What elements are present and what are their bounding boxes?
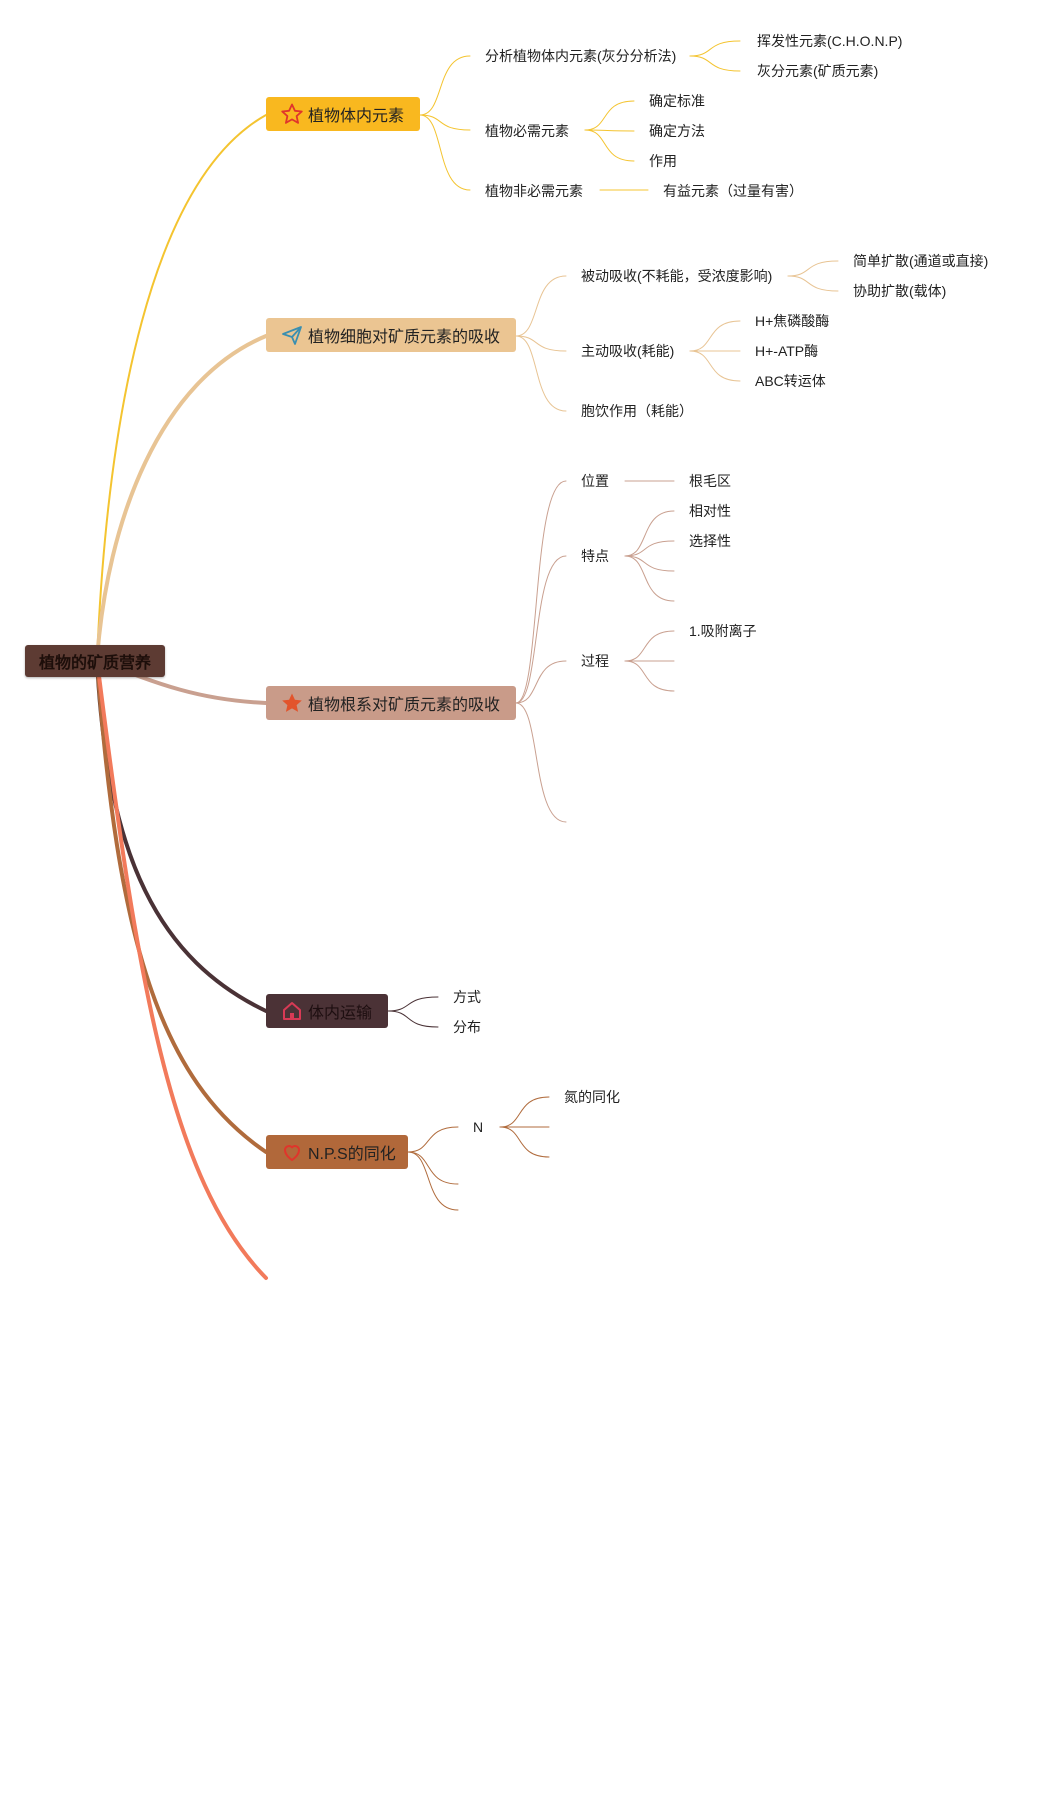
subtopic-process[interactable]: 过程 bbox=[581, 653, 609, 669]
leaf-root-hair-zone[interactable]: 根毛区 bbox=[689, 473, 731, 489]
star-filled-icon bbox=[280, 691, 304, 715]
leaf-method[interactable]: 确定方法 bbox=[649, 123, 705, 139]
leaf-pyrophosphatase[interactable]: H+焦磷酸酶 bbox=[755, 313, 830, 329]
leaf-criteria[interactable]: 确定标准 bbox=[649, 93, 705, 109]
leaf-relativity[interactable]: 相对性 bbox=[689, 503, 731, 519]
sub-line-1 bbox=[419, 114, 471, 131]
paper-plane-icon bbox=[280, 323, 304, 347]
sub-line-26 bbox=[624, 630, 675, 662]
sub-line-12 bbox=[787, 260, 839, 277]
sub-line-10 bbox=[515, 335, 567, 352]
topic-label: 植物根系对矿质元素的吸收 bbox=[308, 697, 501, 714]
sub-line-14 bbox=[689, 320, 741, 352]
subtopic-mode[interactable]: 方式 bbox=[453, 989, 481, 1005]
sub-line-31 bbox=[407, 1126, 459, 1153]
leaf-function[interactable]: 作用 bbox=[649, 153, 677, 169]
sub-line-11 bbox=[515, 335, 567, 412]
sub-line-20 bbox=[515, 702, 567, 823]
subtopic-pinocytosis[interactable]: 胞饮作用（耗能） bbox=[581, 403, 693, 419]
topic-label: N.P.S的同化 bbox=[308, 1146, 396, 1163]
subtopic-location[interactable]: 位置 bbox=[581, 473, 609, 489]
topic-internal-transport[interactable]: 体内运输 bbox=[266, 994, 388, 1028]
leaf-ion-adsorption[interactable]: 1.吸附离子 bbox=[689, 623, 757, 639]
root-topic[interactable]: 植物的矿质营养 bbox=[25, 645, 165, 677]
sub-line-9 bbox=[515, 275, 567, 337]
sub-line-29 bbox=[387, 996, 439, 1012]
sub-line-33 bbox=[407, 1151, 459, 1211]
topic-label: 植物细胞对矿质元素的吸收 bbox=[308, 329, 501, 346]
sub-line-3 bbox=[689, 40, 741, 57]
sub-line-2 bbox=[419, 114, 471, 191]
sub-line-5 bbox=[584, 100, 635, 131]
leaf-selectivity[interactable]: 选择性 bbox=[689, 533, 731, 549]
subtopic-active-absorption[interactable]: 主动吸收(耗能) bbox=[581, 343, 675, 359]
topic-plant-elements[interactable]: 植物体内元素 bbox=[266, 97, 420, 131]
house-icon bbox=[280, 999, 304, 1023]
sub-line-32 bbox=[407, 1151, 459, 1185]
mind-map: 植物的矿质营养 植物体内元素 植物细胞对矿质元素的吸收 植物根系对矿质元素的吸收… bbox=[25, 33, 989, 1280]
sub-line-6 bbox=[584, 129, 635, 132]
heart-outline-icon bbox=[280, 1140, 304, 1164]
leaf-volatile-elements[interactable]: 挥发性元素(C.H.O.N.P) bbox=[757, 33, 903, 49]
subtopic-nonessential-elements[interactable]: 植物非必需元素 bbox=[485, 183, 583, 199]
leaf-nitrogen-assimilation[interactable]: 氮的同化 bbox=[564, 1089, 620, 1105]
sub-line-28 bbox=[624, 660, 675, 692]
connector-lines bbox=[95, 40, 839, 1280]
sub-line-17 bbox=[515, 480, 567, 704]
sub-line-13 bbox=[787, 275, 839, 292]
subtopic-nitrogen[interactable]: N bbox=[473, 1119, 484, 1135]
sub-line-36 bbox=[499, 1126, 550, 1158]
leaf-facilitated-diffusion[interactable]: 协助扩散(载体) bbox=[853, 283, 947, 299]
topic-label: 植物体内元素 bbox=[308, 108, 405, 125]
sub-line-24 bbox=[624, 555, 675, 572]
leaf-ash-elements[interactable]: 灰分元素(矿质元素) bbox=[757, 63, 879, 79]
leaf-abc-transporter[interactable]: ABC转运体 bbox=[755, 373, 826, 389]
branch-line-6 bbox=[95, 658, 268, 1280]
subtopic-distribution[interactable]: 分布 bbox=[453, 1019, 481, 1035]
star-outline-icon bbox=[280, 102, 304, 126]
sub-line-18 bbox=[515, 555, 567, 704]
sub-line-30 bbox=[387, 1010, 439, 1028]
sub-line-7 bbox=[584, 129, 635, 162]
sub-line-4 bbox=[689, 55, 741, 72]
leaf-simple-diffusion[interactable]: 简单扩散(通道或直接) bbox=[853, 253, 989, 269]
branch-line-5 bbox=[95, 658, 268, 1154]
topic-label: 体内运输 bbox=[308, 1005, 373, 1022]
leaf-beneficial-elements[interactable]: 有益元素（过量有害） bbox=[663, 183, 803, 199]
sub-line-22 bbox=[624, 510, 675, 557]
leaf-atpase[interactable]: H+-ATP酶 bbox=[755, 343, 819, 359]
sub-line-0 bbox=[419, 55, 471, 116]
sub-line-19 bbox=[515, 660, 567, 704]
topic-root-absorption[interactable]: 植物根系对矿质元素的吸收 bbox=[266, 686, 516, 720]
sub-line-23 bbox=[624, 540, 675, 557]
sub-line-16 bbox=[689, 350, 741, 382]
branch-line-2 bbox=[95, 334, 268, 662]
topic-nps-assimilation[interactable]: N.P.S的同化 bbox=[266, 1135, 408, 1169]
subtopic-characteristics[interactable]: 特点 bbox=[581, 548, 609, 564]
topic-cell-absorption[interactable]: 植物细胞对矿质元素的吸收 bbox=[266, 318, 516, 352]
branch-line-1 bbox=[96, 114, 267, 661]
subtopic-passive-absorption[interactable]: 被动吸收(不耗能，受浓度影响) bbox=[581, 268, 773, 284]
sub-line-25 bbox=[624, 555, 675, 602]
subtopic-analysis[interactable]: 分析植物体内元素(灰分分析法) bbox=[485, 48, 677, 64]
subtopic-essential-elements[interactable]: 植物必需元素 bbox=[485, 123, 569, 139]
sub-line-34 bbox=[499, 1096, 550, 1128]
